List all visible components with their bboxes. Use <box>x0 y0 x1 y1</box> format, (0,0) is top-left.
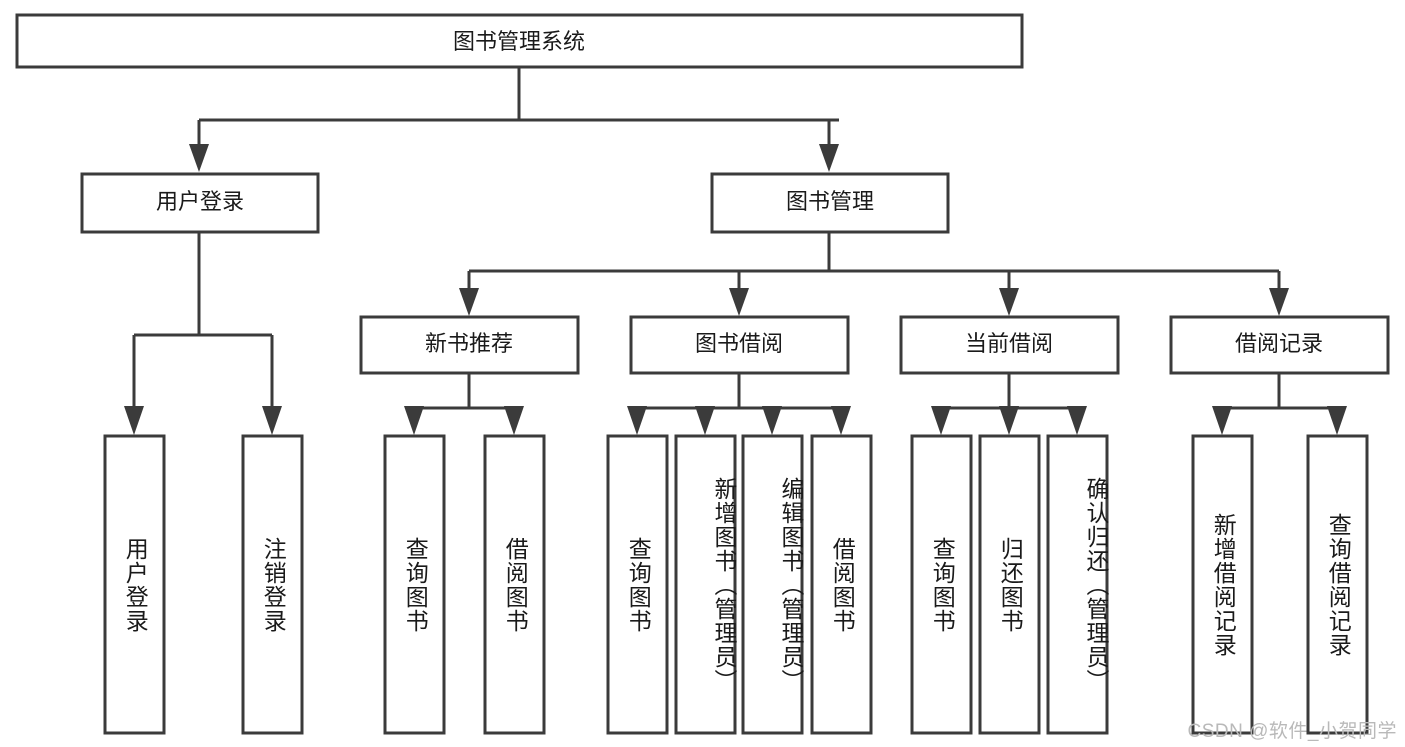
leaf-add-book-admin-box[interactable] <box>674 434 737 735</box>
node-user-login-label: 用户登录 <box>156 189 244 214</box>
connector-group-root <box>189 67 839 172</box>
node-current-borrow-box[interactable] <box>899 315 1120 375</box>
arrow-head-leaf-query-borrow-record <box>1327 406 1347 435</box>
arrow-head-leaf-borrow-book-2 <box>831 406 851 435</box>
arrow-head-leaf-user-login <box>124 406 144 435</box>
leaf-user-logout-box[interactable] <box>241 434 304 735</box>
leaf-confirm-return-admin-box[interactable] <box>1046 434 1109 735</box>
leaf-query-borrow-record-box[interactable] <box>1306 434 1369 735</box>
arrow-head-leaf-add-book-admin <box>695 406 715 435</box>
node-borrow-record-box[interactable] <box>1169 315 1390 375</box>
node-book-borrow-box[interactable] <box>629 315 850 375</box>
node-current-borrow-label: 当前借阅 <box>965 331 1053 356</box>
watermark-text: CSDN @软件_小贺同学 <box>1187 721 1397 742</box>
connector-group-current-borrow <box>931 373 1087 435</box>
arrow-head-new-book-recommend <box>459 288 479 316</box>
arrow-head-leaf-query-book-2 <box>627 406 647 435</box>
node-borrow-record[interactable]: 借阅记录 <box>1169 315 1390 375</box>
connector-group-user-login <box>124 232 282 435</box>
connector-group-borrow-record <box>1212 373 1347 435</box>
leaf-borrow-book-1-box[interactable] <box>483 434 546 735</box>
arrow-head-leaf-add-borrow-record <box>1212 406 1232 435</box>
arrow-head-user-login <box>189 144 209 172</box>
node-root[interactable]: 图书管理系统 <box>15 13 1024 69</box>
leaf-query-book-1-box[interactable] <box>383 434 446 735</box>
node-new-book-recommend-box[interactable] <box>359 315 580 375</box>
arrow-head-leaf-query-book-1 <box>404 406 424 435</box>
arrow-head-borrow-record <box>1269 288 1289 316</box>
node-user-login-box[interactable] <box>80 172 320 234</box>
node-book-borrow[interactable]: 图书借阅 <box>629 315 850 375</box>
node-current-borrow[interactable]: 当前借阅 <box>899 315 1120 375</box>
arrow-head-leaf-query-book-3 <box>931 406 951 435</box>
arrow-head-current-borrow <box>999 288 1019 316</box>
leaf-edit-book-admin-box[interactable] <box>741 434 804 735</box>
arrow-head-book-management <box>819 144 839 172</box>
arrow-head-leaf-user-logout <box>262 406 282 435</box>
arrow-head-leaf-borrow-book-1 <box>504 406 524 435</box>
leaf-query-book-2-box[interactable] <box>606 434 669 735</box>
arrow-head-book-borrow <box>729 288 749 316</box>
leaf-borrow-book-2-box[interactable] <box>810 434 873 735</box>
arrow-head-leaf-return-book <box>999 406 1019 435</box>
node-new-book-recommend[interactable]: 新书推荐 <box>359 315 580 375</box>
node-user-login[interactable]: 用户登录 <box>80 172 320 234</box>
node-root-label: 图书管理系统 <box>453 29 585 54</box>
leaf-query-book-3-box[interactable] <box>910 434 973 735</box>
connector-group-new-book-recommend <box>404 373 524 435</box>
node-root-box[interactable] <box>15 13 1024 69</box>
node-new-book-recommend-label: 新书推荐 <box>425 331 513 356</box>
node-book-management-label: 图书管理 <box>786 189 874 214</box>
arrow-head-leaf-edit-book-admin <box>762 406 782 435</box>
node-book-management[interactable]: 图书管理 <box>710 172 950 234</box>
leaf-boxes <box>103 434 1369 735</box>
arrow-head-leaf-confirm-return-admin <box>1067 406 1087 435</box>
connector-group-book-borrow <box>627 373 851 435</box>
node-book-management-box[interactable] <box>710 172 950 234</box>
node-book-borrow-label: 图书借阅 <box>695 331 783 356</box>
leaf-user-login-box[interactable] <box>103 434 166 735</box>
connector-group-book-management <box>459 232 1289 316</box>
leaf-add-borrow-record-box[interactable] <box>1191 434 1254 735</box>
node-borrow-record-label: 借阅记录 <box>1235 331 1323 356</box>
leaf-return-book-box[interactable] <box>978 434 1041 735</box>
